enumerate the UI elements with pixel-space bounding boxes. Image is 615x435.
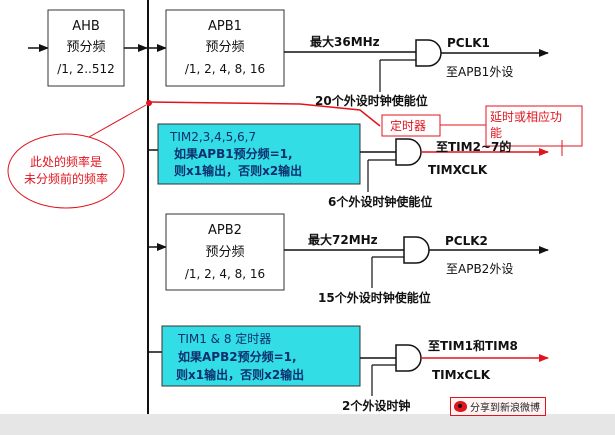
apb1-max-freq: 最大36MHz	[310, 34, 380, 49]
ahb-prescaler-box	[47, 9, 125, 87]
apb2-enable-label: 15个外设时钟使能位	[318, 290, 431, 305]
apb2-dest-label: 至APB2外设	[446, 262, 513, 276]
tim-b-clock-label: TIMxCLK	[432, 368, 491, 382]
tim-a-multiplier-box	[157, 123, 361, 185]
pclk1-label: PCLK1	[447, 36, 490, 50]
apb2-prescaler-box	[165, 213, 285, 291]
apb2-prescaler-label: 预分频	[205, 245, 244, 260]
pclk1-and-gate	[415, 39, 442, 67]
tim-b-title: TIM1 & 8 定时器	[177, 331, 271, 346]
apb1-prescaler-box	[165, 9, 285, 87]
page-bottom-bar	[0, 414, 615, 435]
delay-label-box	[485, 105, 583, 147]
ahb-divisors: /1, 2..512	[57, 62, 114, 76]
tim-a-output: 则x1输出，否则x2输出	[174, 163, 302, 178]
ahb-prescaler-label: 预分频	[66, 40, 105, 55]
pclk2-label: PCLK2	[445, 234, 488, 248]
delay-label-line1: 延时或相应功	[490, 109, 562, 124]
frequency-note-line2: 未分频前的频率	[24, 171, 108, 186]
tim-a-enable-label: 6个外设时钟使能位	[328, 194, 432, 209]
tim-a-title: TIM2,3,4,5,6,7	[169, 130, 256, 144]
annotation-origin-dot	[146, 100, 152, 106]
apb2-title: APB2	[208, 223, 242, 238]
tim-b-dest-label: 至TIM1和TIM8	[428, 338, 518, 353]
tim-b-rule: 如果APB2预分频=1,	[178, 349, 297, 364]
apb1-title: APB1	[208, 19, 242, 34]
tim-a-dest-label: 至TIM2~7的	[436, 139, 511, 154]
apb1-dest-label: 至APB1外设	[446, 65, 513, 79]
tim-b-enable-label: 2个外设时钟	[342, 398, 410, 413]
tim-b-multiplier-box	[161, 325, 361, 387]
apb1-enable-label: 20个外设时钟使能位	[315, 93, 428, 108]
weibo-icon	[454, 401, 467, 412]
ahb-title: AHB	[72, 19, 100, 34]
share-weibo-button[interactable]: 分享到新浪微博	[450, 397, 546, 416]
timer-annotation-path	[148, 101, 381, 127]
frequency-note-bubble	[7, 133, 125, 209]
tim-a-clock-label: TIMXCLK	[428, 163, 488, 177]
tim-a-and-gate	[395, 138, 422, 166]
delay-label-line2: 能	[490, 126, 502, 140]
timer-label: 定时器	[390, 118, 426, 133]
apb2-max-freq: 最大72MHz	[308, 232, 378, 247]
pclk2-and-gate	[403, 236, 430, 264]
frequency-note-line1: 此处的频率是	[30, 154, 102, 169]
apb1-prescaler-label: 预分频	[205, 40, 244, 55]
tim-a-rule: 如果APB1预分频=1,	[174, 146, 293, 161]
tim-b-and-gate	[395, 344, 422, 372]
tim-b-output: 则x1输出，否则x2输出	[176, 367, 304, 382]
apb1-divisors: /1, 2, 4, 8, 16	[185, 62, 265, 76]
share-weibo-label: 分享到新浪微博	[470, 403, 540, 414]
apb2-divisors: /1, 2, 4, 8, 16	[185, 267, 265, 281]
